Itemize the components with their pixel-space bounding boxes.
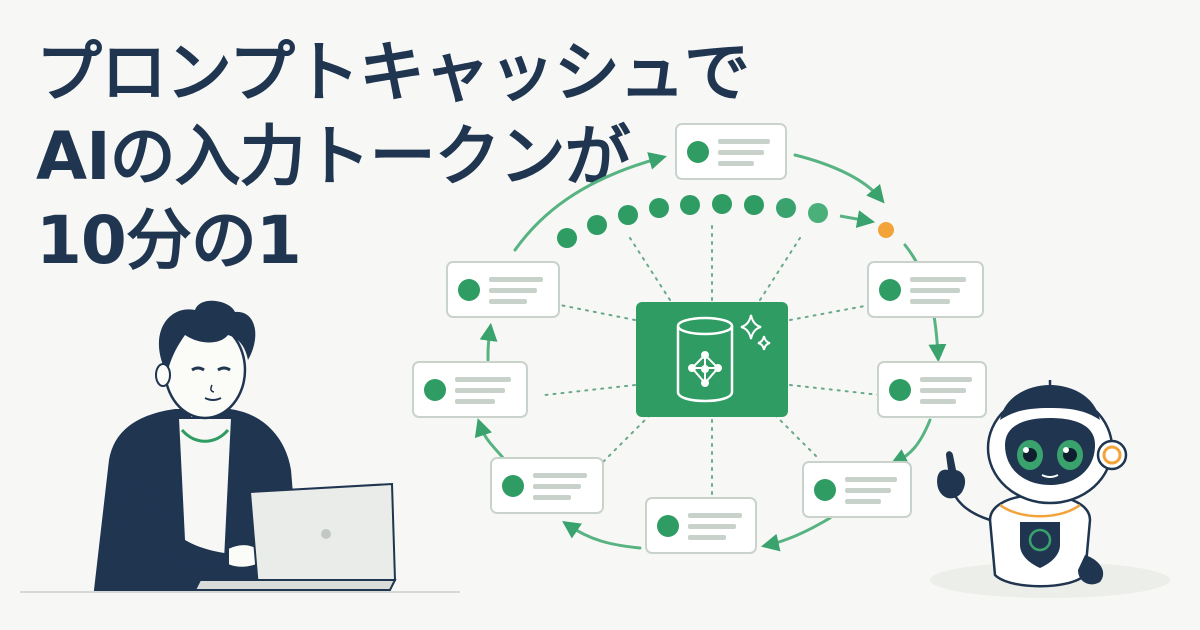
card xyxy=(490,457,604,514)
trail-dot xyxy=(680,195,700,215)
card xyxy=(802,461,912,518)
headline-line-3: 10分の1 xyxy=(36,202,302,279)
message-cards xyxy=(412,123,987,554)
robot-mascot xyxy=(930,380,1170,598)
cache-box xyxy=(636,302,788,417)
trail-endpoint-orange xyxy=(878,222,894,238)
card xyxy=(675,123,787,180)
card xyxy=(867,261,984,318)
headline: プロンプトキャッシュで AIの入力トークンが 10分の1 xyxy=(36,34,750,279)
card xyxy=(446,261,560,318)
trail-dot xyxy=(712,194,732,214)
trail-dot xyxy=(587,215,607,235)
trail-dot xyxy=(649,198,669,218)
trail-dot xyxy=(618,205,638,225)
card xyxy=(412,361,528,418)
arrow-top-right xyxy=(793,153,885,204)
arrow-left-lower xyxy=(474,418,507,462)
trail-dot xyxy=(776,198,796,218)
arrow-top-left xyxy=(513,152,667,252)
arrow-right-lower xyxy=(889,418,932,466)
person-illustration xyxy=(20,300,460,593)
trail-dot xyxy=(808,203,828,223)
database-network-icon xyxy=(676,316,734,403)
dot-trail xyxy=(557,194,894,248)
arrow-bottom-right xyxy=(760,516,832,552)
dotted-spokes xyxy=(544,224,881,496)
arrow-bottom-left xyxy=(562,520,642,550)
laptop-icon xyxy=(193,482,397,591)
trail-dot xyxy=(557,228,577,248)
trail-dot xyxy=(744,195,764,215)
headline-line-1: プロンプトキャッシュで xyxy=(36,34,750,111)
headline-line-2: AIの入力トークンが xyxy=(36,118,631,195)
card xyxy=(645,497,757,554)
cycle-arrows xyxy=(474,152,947,552)
card xyxy=(877,361,987,418)
sparkle-icon xyxy=(740,314,771,351)
arrow-left-upper xyxy=(479,322,498,362)
